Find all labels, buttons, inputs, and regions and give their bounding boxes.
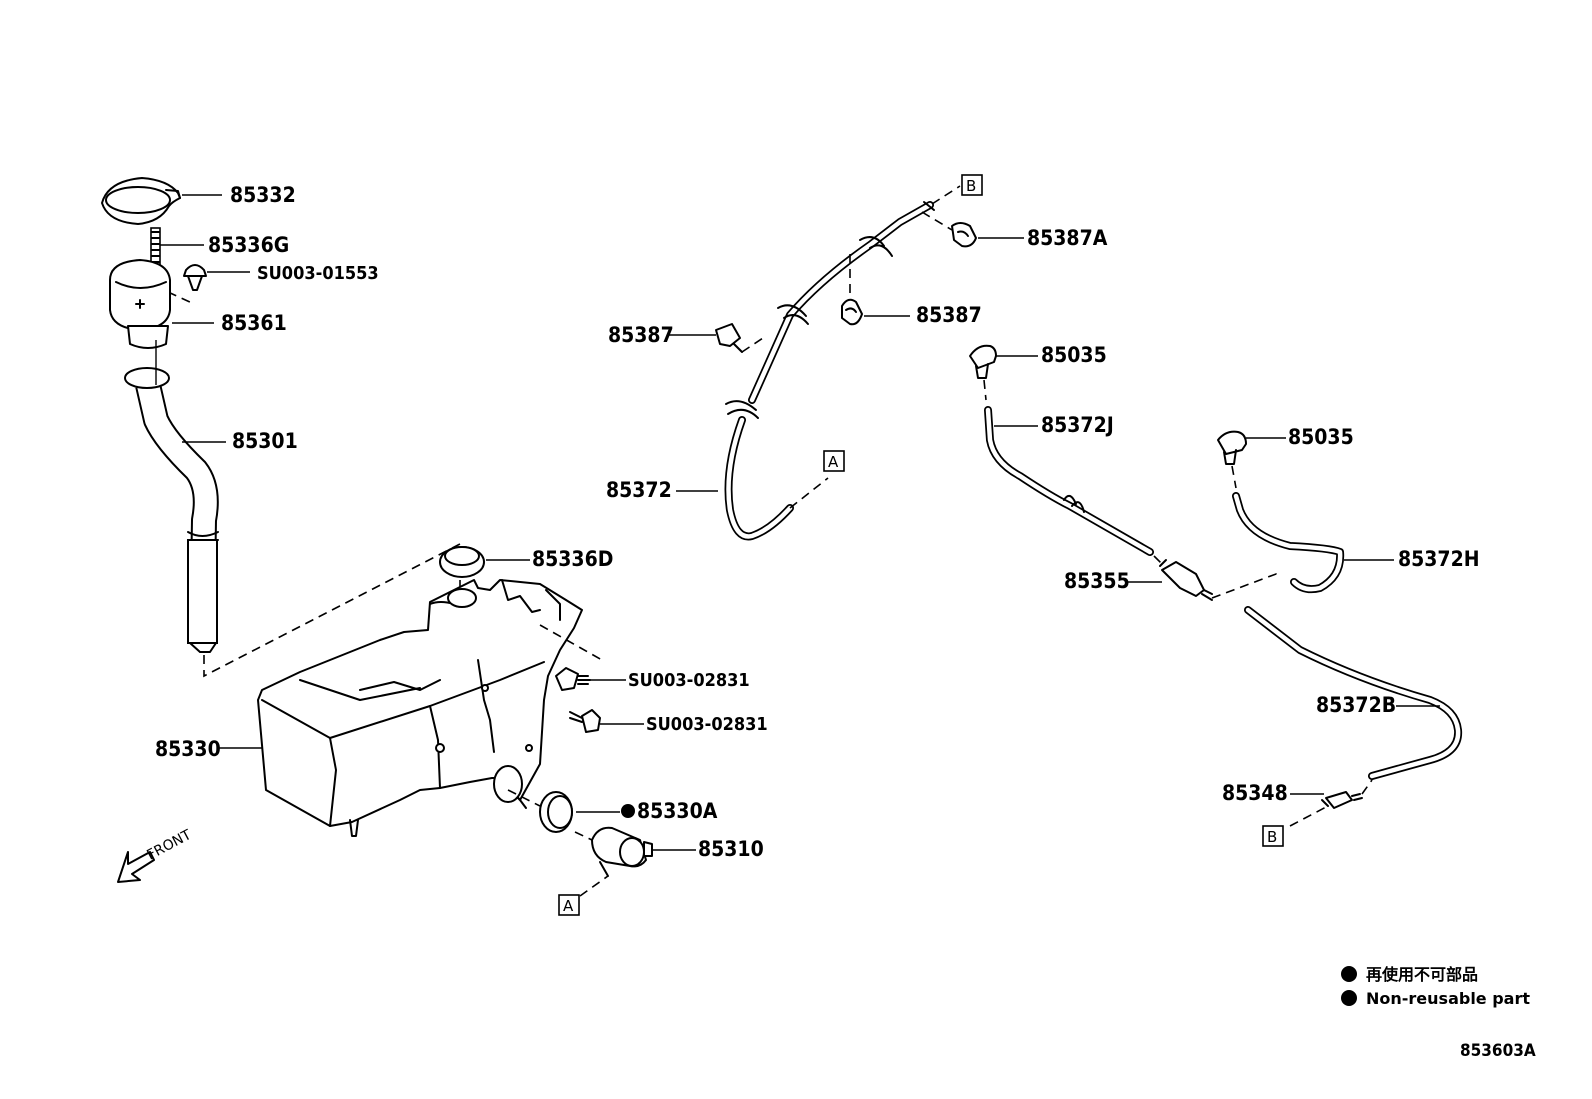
hose-joint[interactable]	[1159, 559, 1213, 601]
label-motor: 85310	[698, 837, 764, 861]
check-valve[interactable]	[1321, 791, 1363, 809]
label-joint: 85355	[1064, 569, 1130, 593]
legend-en: Non-reusable part	[1366, 989, 1530, 1008]
washer-nozzle-2[interactable]	[1217, 430, 1247, 465]
label-bolt-1: SU003-02831	[628, 670, 750, 691]
svg-text:B: B	[1267, 828, 1277, 846]
washer-nozzle-1[interactable]	[969, 344, 997, 379]
clip-fastener[interactable]	[183, 264, 207, 291]
filler-cap[interactable]	[101, 177, 181, 225]
legend-jp: 再使用不可部品	[1366, 965, 1478, 984]
svg-text:A: A	[828, 453, 839, 471]
hose-main[interactable]	[724, 201, 935, 541]
hose-b[interactable]	[1244, 606, 1463, 780]
label-bolt-2: SU003-02831	[646, 714, 768, 735]
label-hose-main: 85372	[606, 478, 672, 502]
label-nozzle-1: 85035	[1041, 343, 1107, 367]
svg-text:A: A	[563, 897, 574, 915]
washer-tank[interactable]	[257, 579, 583, 837]
legend-marker-en	[1341, 990, 1357, 1006]
ref-box-a-top: A	[823, 450, 845, 472]
label-cap: 85332	[230, 183, 296, 207]
label-clamp-b: 85387A	[1027, 226, 1108, 250]
ref-box-b-bottom: B	[1262, 825, 1284, 847]
seal-grommet[interactable]	[539, 791, 573, 833]
washer-pump-motor[interactable]	[591, 826, 653, 877]
diagram-code: 853603A	[1460, 1041, 1536, 1061]
filler-inlet[interactable]	[109, 259, 171, 349]
hose-clamp-right[interactable]	[841, 298, 863, 326]
non-reusable-marker	[621, 804, 635, 818]
legend-marker-jp	[1341, 966, 1357, 982]
hose-clamp-left[interactable]	[715, 323, 743, 353]
label-inlet: 85361	[221, 311, 287, 335]
label-filter: 85336G	[208, 233, 289, 257]
grommet-top[interactable]	[439, 546, 485, 578]
label-hose-j: 85372J	[1041, 413, 1114, 437]
label-check-valve: 85348	[1222, 781, 1288, 805]
tank-bolt-2[interactable]	[569, 709, 601, 733]
ref-box-b-top: B	[961, 174, 983, 196]
label-filler-pipe: 85301	[232, 429, 298, 453]
tank-bolt-1[interactable]	[555, 667, 591, 691]
filler-pipe[interactable]	[124, 340, 219, 653]
front-label: FRONT	[144, 827, 194, 864]
label-grommet-top: 85336D	[532, 547, 613, 571]
hose-h[interactable]	[1232, 492, 1345, 594]
label-nozzle-2: 85035	[1288, 425, 1354, 449]
label-hose-h: 85372H	[1398, 547, 1480, 571]
label-clip: SU003-01553	[257, 263, 379, 284]
legend: 再使用不可部品 Non-reusable part	[1341, 965, 1530, 1008]
label-clamp-right: 85387	[916, 303, 982, 327]
label-seal: 85330A	[637, 799, 718, 823]
svg-text:B: B	[966, 177, 976, 195]
front-arrow: FRONT	[117, 827, 194, 883]
label-hose-b: 85372B	[1316, 693, 1396, 717]
ref-box-a-bottom: A	[558, 894, 580, 916]
label-clamp-left: 85387	[608, 323, 674, 347]
hose-clamp-b[interactable]	[951, 222, 977, 248]
label-tank: 85330	[155, 737, 221, 761]
hose-j[interactable]	[984, 406, 1154, 556]
